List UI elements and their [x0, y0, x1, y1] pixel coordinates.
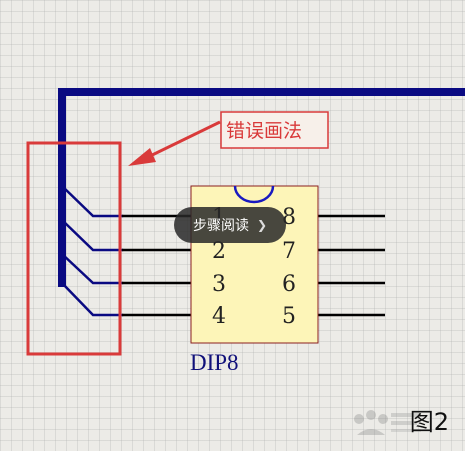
branch-wires: [60, 184, 124, 317]
figure-label: 图2: [409, 408, 449, 436]
pin-number-7: 7: [282, 239, 296, 264]
pin-number-6: 6: [282, 272, 296, 297]
error-highlight-box: [26, 141, 122, 356]
branch-wire-1: [60, 184, 124, 218]
branch-wire-3: [60, 252, 124, 285]
step-read-button[interactable]: 步骤阅读 ❯: [174, 207, 286, 243]
pin-number-5: 5: [282, 304, 296, 329]
callout-text: 错误画法: [226, 120, 302, 142]
right-pin-lines: [318, 214, 385, 317]
callout-box: [220, 111, 329, 149]
chevron-right-icon: ❯: [256, 218, 268, 232]
pin-number-2: 2: [212, 239, 226, 264]
branch-wire-2: [60, 218, 124, 252]
watermark-logo: [354, 410, 421, 435]
branch-wire-4: [60, 281, 124, 317]
pin-number-3: 3: [212, 272, 226, 297]
pin-number-4: 4: [212, 304, 226, 329]
chip-notch: [233, 185, 275, 204]
step-read-label: 步骤阅读: [192, 218, 249, 234]
chip-name: DIP8: [190, 350, 239, 375]
callout-arrow: [128, 120, 221, 166]
